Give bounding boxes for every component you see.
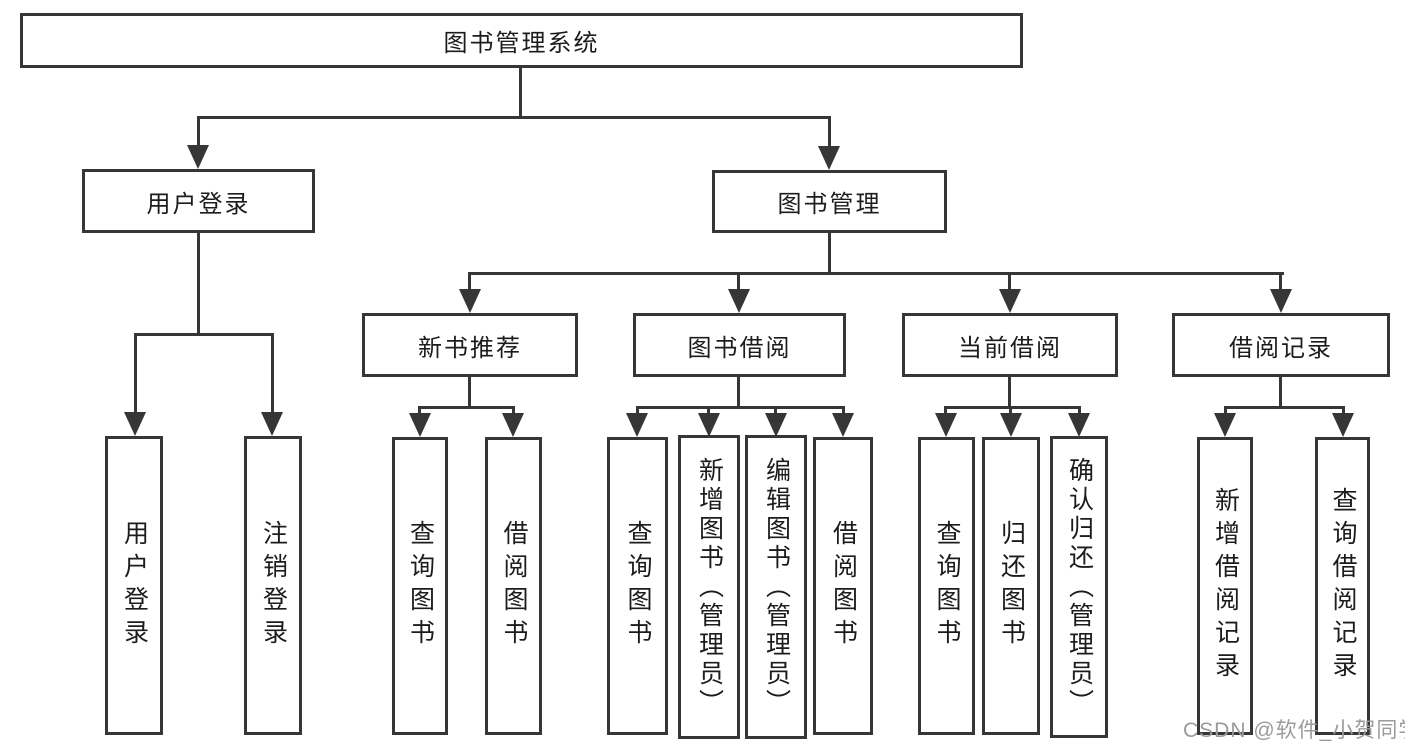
leaf-logout: 注销登录 bbox=[244, 436, 302, 735]
node-borrowing-records: 借阅记录 bbox=[1172, 313, 1390, 377]
node-current-borrowing: 当前借阅 bbox=[902, 313, 1118, 377]
connector-drop bbox=[774, 406, 777, 416]
arrowhead-icon bbox=[1270, 289, 1292, 313]
arrowhead-icon bbox=[409, 413, 431, 437]
connector-drop bbox=[512, 406, 515, 416]
arrowhead-icon bbox=[999, 289, 1021, 313]
leaf-query-books: 查询图书 bbox=[392, 437, 448, 735]
arrowhead-icon bbox=[1068, 413, 1090, 437]
arrowhead-icon bbox=[1332, 413, 1354, 437]
connector-l4-splitter bbox=[1224, 406, 1345, 409]
arrowhead-icon bbox=[1214, 413, 1236, 437]
leaf-label: 编辑图书（管理员） bbox=[762, 456, 791, 718]
leaf-label: 查询图书 bbox=[624, 520, 652, 652]
connector-root-stem bbox=[519, 68, 522, 118]
arrowhead-icon bbox=[124, 412, 146, 436]
connector-drop bbox=[1342, 406, 1345, 416]
leaf-query-books: 查询图书 bbox=[918, 437, 975, 735]
connector-drop bbox=[197, 116, 200, 147]
leaf-query-borrow-record: 查询借阅记录 bbox=[1315, 437, 1370, 735]
connector-drop bbox=[737, 272, 740, 291]
connector-l4-splitter bbox=[418, 406, 515, 409]
arrowhead-icon bbox=[187, 145, 209, 169]
leaf-borrow-books: 借阅图书 bbox=[485, 437, 542, 735]
leaf-label: 注销登录 bbox=[259, 519, 288, 652]
arrowhead-icon bbox=[818, 146, 840, 170]
connector-stem bbox=[737, 377, 740, 409]
node-book-management: 图书管理 bbox=[712, 170, 947, 233]
connector-drop bbox=[1279, 272, 1282, 291]
connector-l4-splitter bbox=[944, 406, 1081, 409]
leaf-query-books: 查询图书 bbox=[607, 437, 668, 735]
connector-userlogin-splitter bbox=[134, 333, 274, 336]
connector-drop bbox=[1078, 406, 1081, 416]
watermark: CSDN @软件_小贺同学 bbox=[1183, 719, 1405, 742]
leaf-add-borrow-record: 新增借阅记录 bbox=[1197, 437, 1253, 735]
leaf-add-book-admin: 新增图书（管理员） bbox=[678, 435, 740, 739]
leaf-user-login: 用户登录 bbox=[105, 436, 163, 735]
node-user-login: 用户登录 bbox=[82, 169, 315, 233]
connector-drop bbox=[1009, 406, 1012, 416]
connector-stem bbox=[1279, 377, 1282, 409]
node-new-book-recommendation: 新书推荐 bbox=[362, 313, 578, 377]
connector-drop bbox=[418, 406, 421, 416]
arrowhead-icon bbox=[261, 412, 283, 436]
connector-drop bbox=[828, 116, 831, 148]
leaf-label: 确认归还（管理员） bbox=[1065, 456, 1094, 718]
leaf-label: 查询图书 bbox=[933, 520, 961, 652]
connector-drop bbox=[134, 333, 137, 412]
node-root: 图书管理系统 bbox=[20, 13, 1023, 68]
connector-drop bbox=[271, 333, 274, 412]
arrowhead-icon bbox=[765, 413, 787, 437]
leaf-label: 借阅图书 bbox=[500, 520, 528, 652]
connector-l2-splitter bbox=[197, 116, 831, 119]
arrowhead-icon bbox=[502, 413, 524, 437]
connector-drop bbox=[1008, 272, 1011, 291]
connector-drop bbox=[944, 406, 947, 416]
connector-stem bbox=[468, 377, 471, 409]
connector-drop bbox=[1224, 406, 1227, 416]
leaf-edit-book-admin: 编辑图书（管理员） bbox=[745, 435, 807, 739]
leaf-label: 新增借阅记录 bbox=[1211, 487, 1240, 685]
connector-drop bbox=[842, 406, 845, 416]
leaf-label: 查询借阅记录 bbox=[1329, 487, 1357, 685]
connector-userlogin-stem bbox=[197, 233, 200, 336]
arrowhead-icon bbox=[698, 413, 720, 437]
arrowhead-icon bbox=[832, 413, 854, 437]
leaf-label: 新增图书（管理员） bbox=[695, 456, 724, 718]
arrowhead-icon bbox=[626, 413, 648, 437]
arrowhead-icon bbox=[1000, 413, 1022, 437]
leaf-return-books: 归还图书 bbox=[982, 437, 1040, 735]
arrowhead-icon bbox=[935, 413, 957, 437]
leaf-label: 借阅图书 bbox=[829, 520, 858, 652]
leaf-borrow-books: 借阅图书 bbox=[813, 437, 873, 735]
leaf-label: 用户登录 bbox=[120, 519, 149, 652]
leaf-confirm-return-admin: 确认归还（管理员） bbox=[1050, 436, 1108, 738]
connector-l4-splitter bbox=[636, 406, 845, 409]
connector-stem bbox=[1008, 377, 1011, 409]
connector-drop bbox=[636, 406, 639, 416]
connector-bookmgmt-stem bbox=[828, 233, 831, 275]
connector-l3-splitter bbox=[469, 272, 1284, 275]
arrowhead-icon bbox=[728, 289, 750, 313]
connector-drop bbox=[707, 406, 710, 416]
arrowhead-icon bbox=[459, 289, 481, 313]
node-book-borrowing: 图书借阅 bbox=[633, 313, 846, 377]
leaf-label: 查询图书 bbox=[406, 520, 435, 652]
connector-drop bbox=[468, 272, 471, 291]
leaf-label: 归还图书 bbox=[997, 520, 1026, 652]
